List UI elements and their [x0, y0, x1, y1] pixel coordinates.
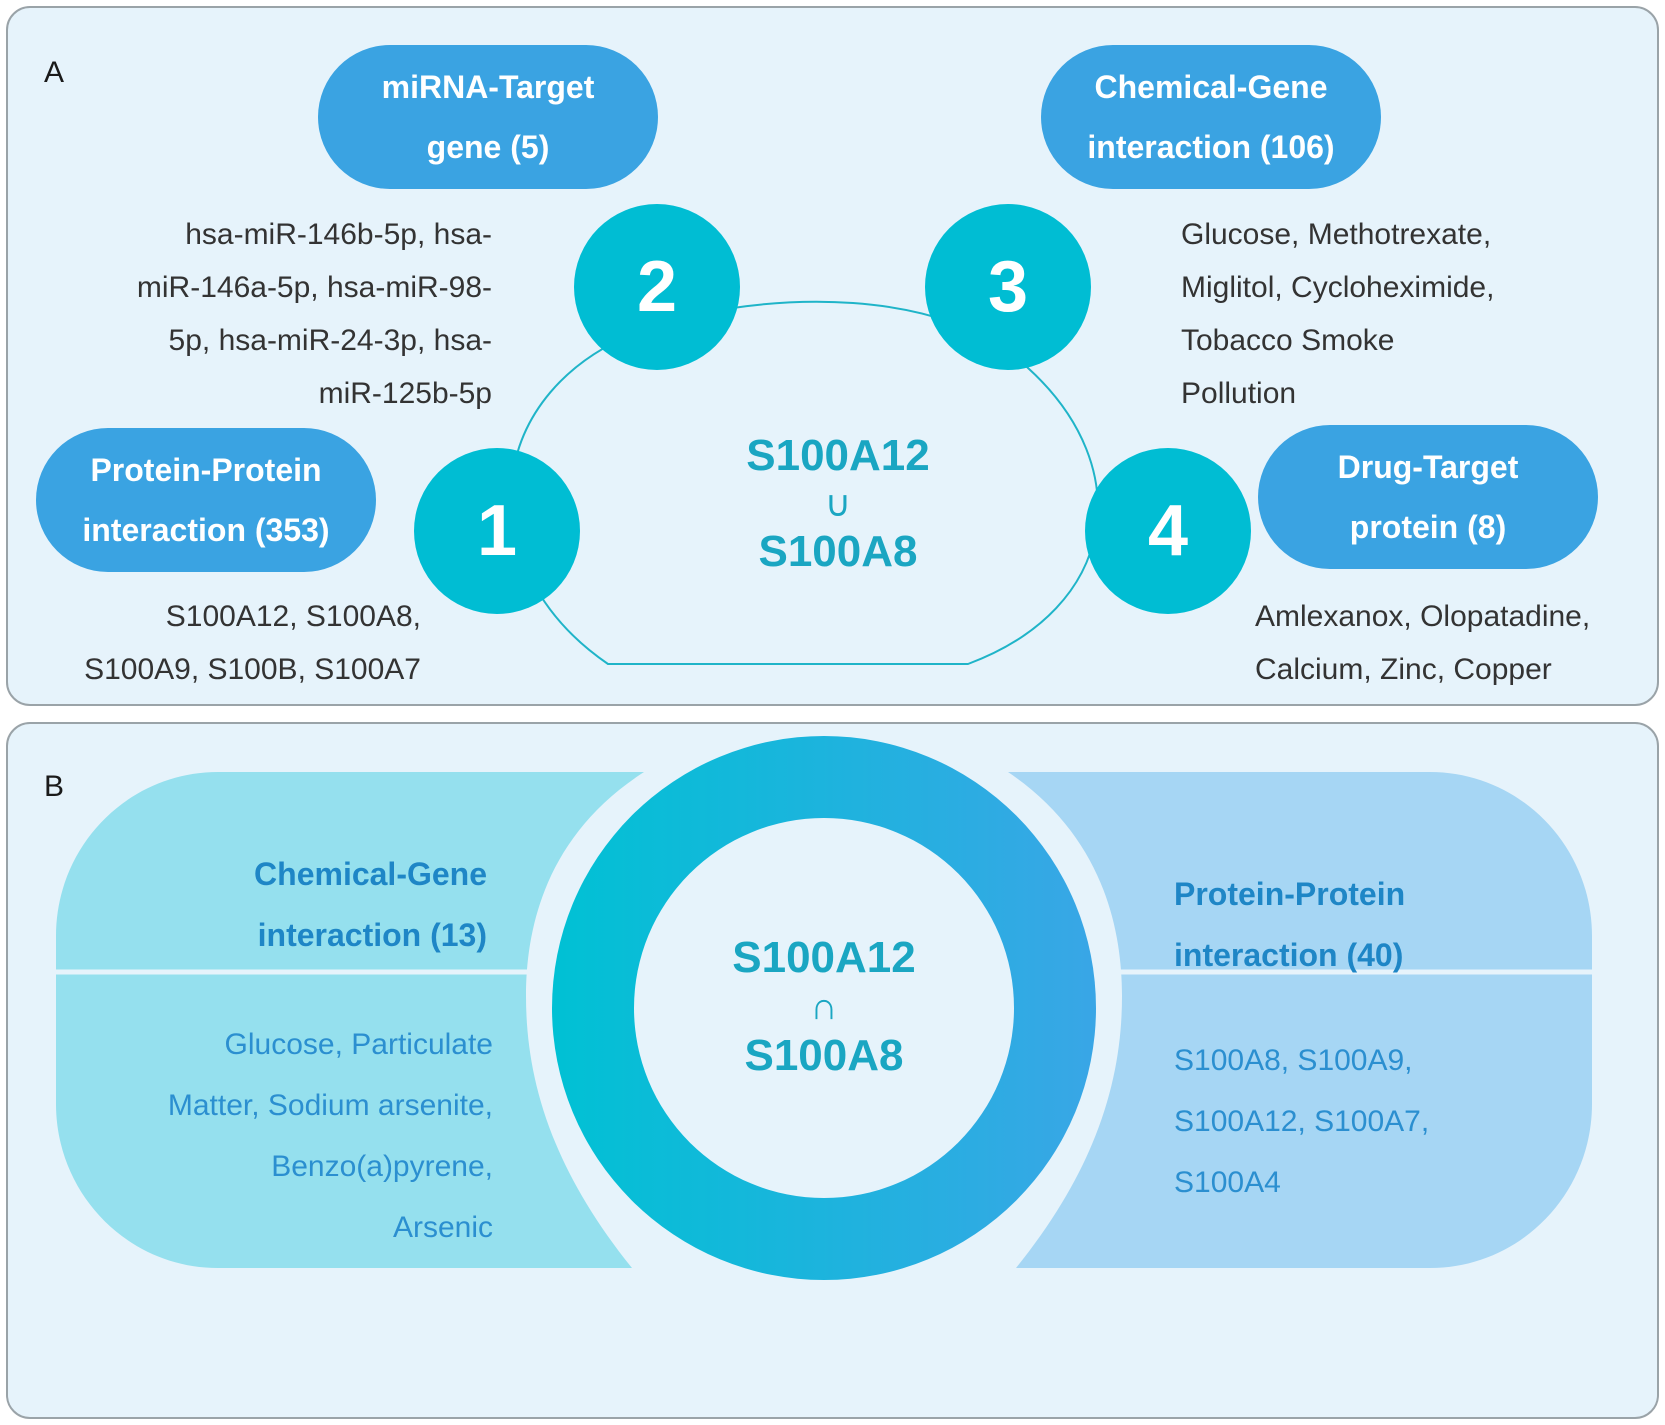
list-line: Calcium, Zinc, Copper — [1255, 653, 1552, 686]
panel-a-label: A — [44, 56, 65, 89]
gene-name-1: S100A12 — [746, 431, 930, 480]
panel-b: B Chemical-Gene interaction (13) Glucose… — [6, 722, 1659, 1419]
gene-name-1: S100A12 — [732, 933, 916, 982]
protein-protein-pill: Protein-Protein interaction (353) — [36, 428, 376, 572]
left-blob-list: Glucose, Particulate Matter, Sodium arse… — [168, 1014, 493, 1258]
panel-a: A 1 2 3 4 S100A12 ∪ S100A8 miRNA-Target … — [6, 6, 1659, 706]
right-blob-list: S100A8, S100A9, S100A12, S100A7, S100A4 — [1174, 1030, 1429, 1213]
pill-title-line: interaction (106) — [1087, 129, 1335, 165]
pill-title-line: Drug-Target — [1337, 449, 1519, 485]
list-line: miR-146a-5p, hsa-miR-98- — [136, 271, 492, 304]
union-symbol: ∪ — [824, 483, 852, 524]
list-line: hsa-miR-146b-5p, hsa- — [185, 218, 492, 251]
list-line: Tobacco Smoke — [1181, 324, 1395, 357]
right-blob-title: Protein-Protein interaction (40) — [1174, 864, 1405, 986]
list-line: miR-125b-5p — [318, 377, 492, 410]
list-line: S100A9, S100B, S100A7 — [84, 653, 421, 686]
pill-title-line: Protein-Protein — [90, 452, 322, 488]
intersection-symbol: ∩ — [810, 986, 838, 1028]
right-blob-shape — [1008, 772, 1592, 1268]
chemical-gene-pill: Chemical-Gene interaction (106) — [1041, 45, 1381, 189]
union-center-label: S100A12 ∪ S100A8 — [688, 428, 988, 580]
blob-list-line: Arsenic — [392, 1211, 493, 1244]
mirna-list: hsa-miR-146b-5p, hsa- miR-146a-5p, hsa-m… — [137, 208, 492, 420]
blob-list-line: Benzo(a)pyrene, — [271, 1150, 493, 1183]
category-number-3: 3 — [925, 204, 1091, 370]
category-number-4: 4 — [1085, 448, 1251, 614]
list-line: Pollution — [1181, 377, 1297, 410]
panel-b-label: B — [44, 770, 65, 803]
pill-title-line: gene (5) — [426, 129, 550, 165]
category-number-2: 2 — [574, 204, 740, 370]
protein-list: S100A12, S100A8, S100A9, S100B, S100A7 — [84, 590, 421, 696]
drug-target-pill: Drug-Target protein (8) — [1258, 425, 1598, 569]
pill-title-line: Chemical-Gene — [1094, 69, 1328, 105]
intersection-graphic — [56, 724, 1592, 1296]
gene-name-2: S100A8 — [744, 1031, 904, 1080]
pill-title-line: miRNA-Target — [381, 69, 595, 105]
blob-title-line: Protein-Protein — [1174, 876, 1406, 912]
list-line: Glucose, Methotrexate, — [1181, 218, 1492, 251]
blob-list-line: Matter, Sodium arsenite, — [167, 1089, 493, 1122]
pill-title-line: protein (8) — [1349, 509, 1507, 545]
list-line: Amlexanox, Olopatadine, — [1255, 600, 1591, 633]
blob-list-line: Glucose, Particulate — [224, 1028, 493, 1061]
drug-list: Amlexanox, Olopatadine, Calcium, Zinc, C… — [1255, 590, 1590, 696]
list-line: 5p, hsa-miR-24-3p, hsa- — [168, 324, 492, 357]
list-line: S100A12, S100A8, — [165, 600, 421, 633]
pill-title-line: interaction (353) — [82, 512, 330, 548]
blob-title-line: interaction (13) — [257, 917, 487, 953]
blob-list-line: S100A12, S100A7, — [1174, 1105, 1430, 1138]
blob-list-line: S100A8, S100A9, — [1174, 1044, 1413, 1077]
intersection-center-label: S100A12 ∩ S100A8 — [674, 930, 974, 1084]
left-blob-shape — [56, 772, 644, 1268]
list-line: Miglitol, Cycloheximide, — [1181, 271, 1495, 304]
blob-title-line: interaction (40) — [1174, 937, 1404, 973]
mirna-target-pill: miRNA-Target gene (5) — [318, 45, 658, 189]
blob-list-line: S100A4 — [1174, 1166, 1281, 1199]
left-blob-title: Chemical-Gene interaction (13) — [254, 844, 487, 966]
blob-title-line: Chemical-Gene — [254, 856, 487, 892]
intersection-ring-inner — [634, 818, 1014, 1198]
chemical-list: Glucose, Methotrexate, Miglitol, Cyclohe… — [1181, 208, 1494, 420]
gene-name-2: S100A8 — [758, 527, 918, 576]
category-number-1: 1 — [414, 448, 580, 614]
